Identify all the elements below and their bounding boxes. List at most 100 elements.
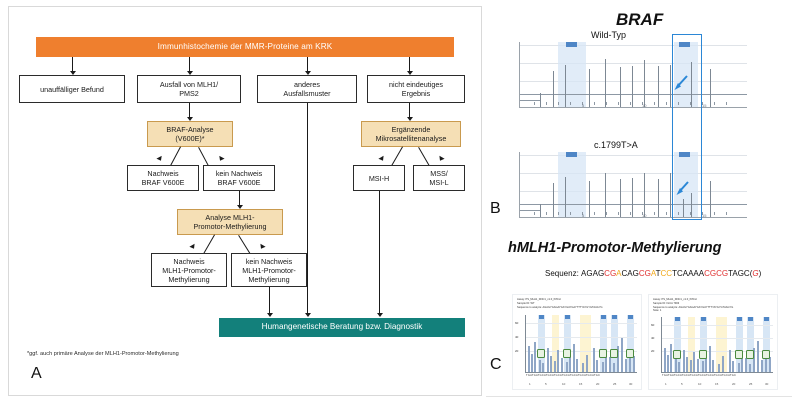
flow-node-nicht-eindeutiges-ergebnis: nicht eindeutiges Ergebnis [367,75,465,103]
arrowhead-4 [406,71,413,75]
pyro-bar [557,350,559,372]
arrowhead-1 [69,71,76,75]
connector-trunk-1 [72,57,73,73]
pyro-bar [629,350,631,372]
region-tag-reference [566,42,577,47]
arrowhead-7 [156,155,164,163]
pyro-bar [539,360,541,372]
gridline [520,81,747,82]
arrowhead-3 [304,71,311,75]
sequence-segment: CG [604,269,617,278]
peak [644,60,645,107]
peak [632,178,633,217]
flow-node-mss-msi-l: MSS/ MSI-L [413,165,465,191]
trace-baseline-start [520,100,540,101]
pyro-bar [741,354,743,372]
pyrogram-left-plot [525,315,637,373]
x-axis-label-10: 10 [642,213,647,218]
cpg-column [747,317,754,372]
pyro-bar [593,348,595,372]
x-axis-label-5: 5 [582,213,585,218]
arrowhead-10 [437,155,445,163]
cpg-column [674,317,681,372]
pyro-bar [729,350,731,372]
pyro-y-tick: 40 [651,336,655,340]
pyro-bar [550,356,552,372]
methylation-badge [610,349,618,358]
flow-node-nachweis-mlh1-promotor: Nachweis MLH1-Promotor- Methylierung [151,253,227,287]
methylation-badge [599,349,607,358]
trace-label-wildtyp: Wild-Typ [591,30,627,40]
pyro-region-tag [628,315,633,319]
peak [553,183,554,217]
connector-trunk-3 [307,57,308,73]
methylation-badge [626,349,634,358]
pyro-region-tag [737,317,742,321]
pyro-hdr-line: Sequence to analyze: AGAGYGAGAYGAYGAYGAY… [517,305,603,309]
sequence-segment: G [752,269,759,278]
peak [683,199,684,217]
pyrogram-right-header: Assay: PS_MLH1_DNC1_v1.0_PZCH Sample ID:… [653,298,733,313]
panel-b-braf: BRAF Wild-Typ [486,6,792,234]
pyro-gridline [662,351,773,352]
pyro-y-tick: 40 [515,335,519,339]
flow-node-header: Immunhistochemie der MMR-Proteine am KRK [36,37,454,57]
cpg-column [736,317,743,372]
sequence-segment: A [616,269,622,278]
control-column [716,317,727,372]
panel-letter-c: C [490,356,502,373]
pyro-hdr-line: Note: 1 [653,309,662,313]
methylation-badge [673,350,681,359]
pyro-bar [765,352,767,372]
pyrogram-left: Assay: PS_MLH1_DNC1_v1.0_PZCH Sample ID:… [512,294,642,390]
peak [540,204,541,217]
pyro-bar [573,344,575,372]
connector-trunk-4 [409,57,410,73]
pyro-region-tag [764,317,769,321]
pyro-region-tag [748,317,753,321]
sequence-segment: ( [749,269,753,278]
pyro-bar [542,363,544,372]
cpg-column [763,317,770,372]
pyrogram-right-plot [661,317,773,373]
pyro-x-tick: 25 [613,382,617,386]
pyro-bar [576,359,578,372]
pyro-bar [602,362,604,372]
pyro-bar [702,361,704,372]
pyro-bar [718,364,720,372]
arrowhead-11 [236,205,243,209]
pyro-bar [667,355,669,372]
peak [620,179,621,217]
flow-node-kein-nachweis-braf-v600e: kein Nachweis BRAF V600E [203,165,275,191]
pyro-x-tick: 10 [698,382,702,386]
pyro-bar [566,362,568,372]
arrowhead-8 [217,155,225,163]
sequence-segment: T [655,269,661,278]
pyro-bar [678,362,680,372]
flow-node-nachweis-braf-v600e: Nachweis BRAF V600E [127,165,199,191]
peak [589,181,590,217]
pyro-bar [664,348,666,372]
pyro-bar [686,357,688,372]
pyro-bar [617,346,619,372]
arrowhead-14 [266,313,273,317]
pyro-y-tick: 20 [515,349,519,353]
peak [605,59,606,107]
peak [553,71,554,107]
arrowhead-15 [304,313,311,317]
gridline [520,45,747,46]
peak [589,69,590,107]
pyro-bar [605,352,607,372]
pyro-bar [745,358,747,372]
annotation-arrow-wildtyp [674,75,688,90]
sequence-segment: CC [660,269,673,278]
pyro-bar [732,361,734,372]
pyro-x-tick: 30 [765,382,769,386]
flowchart-footnote: *ggf. auch primäre Analyse der MLH1-Prom… [27,351,179,357]
pyro-bar [683,350,685,372]
pyrogram-left-header: Assay: PS_MLH1_DNC1_v1.0_PZCH Sample ID:… [517,298,603,309]
pyro-bar [582,363,584,372]
region-tag-variant [679,42,690,47]
panel-c-methylation: hMLH1-Promotor-Methylierung Sequenz: AGA… [486,236,792,396]
methylation-badge [762,350,770,359]
